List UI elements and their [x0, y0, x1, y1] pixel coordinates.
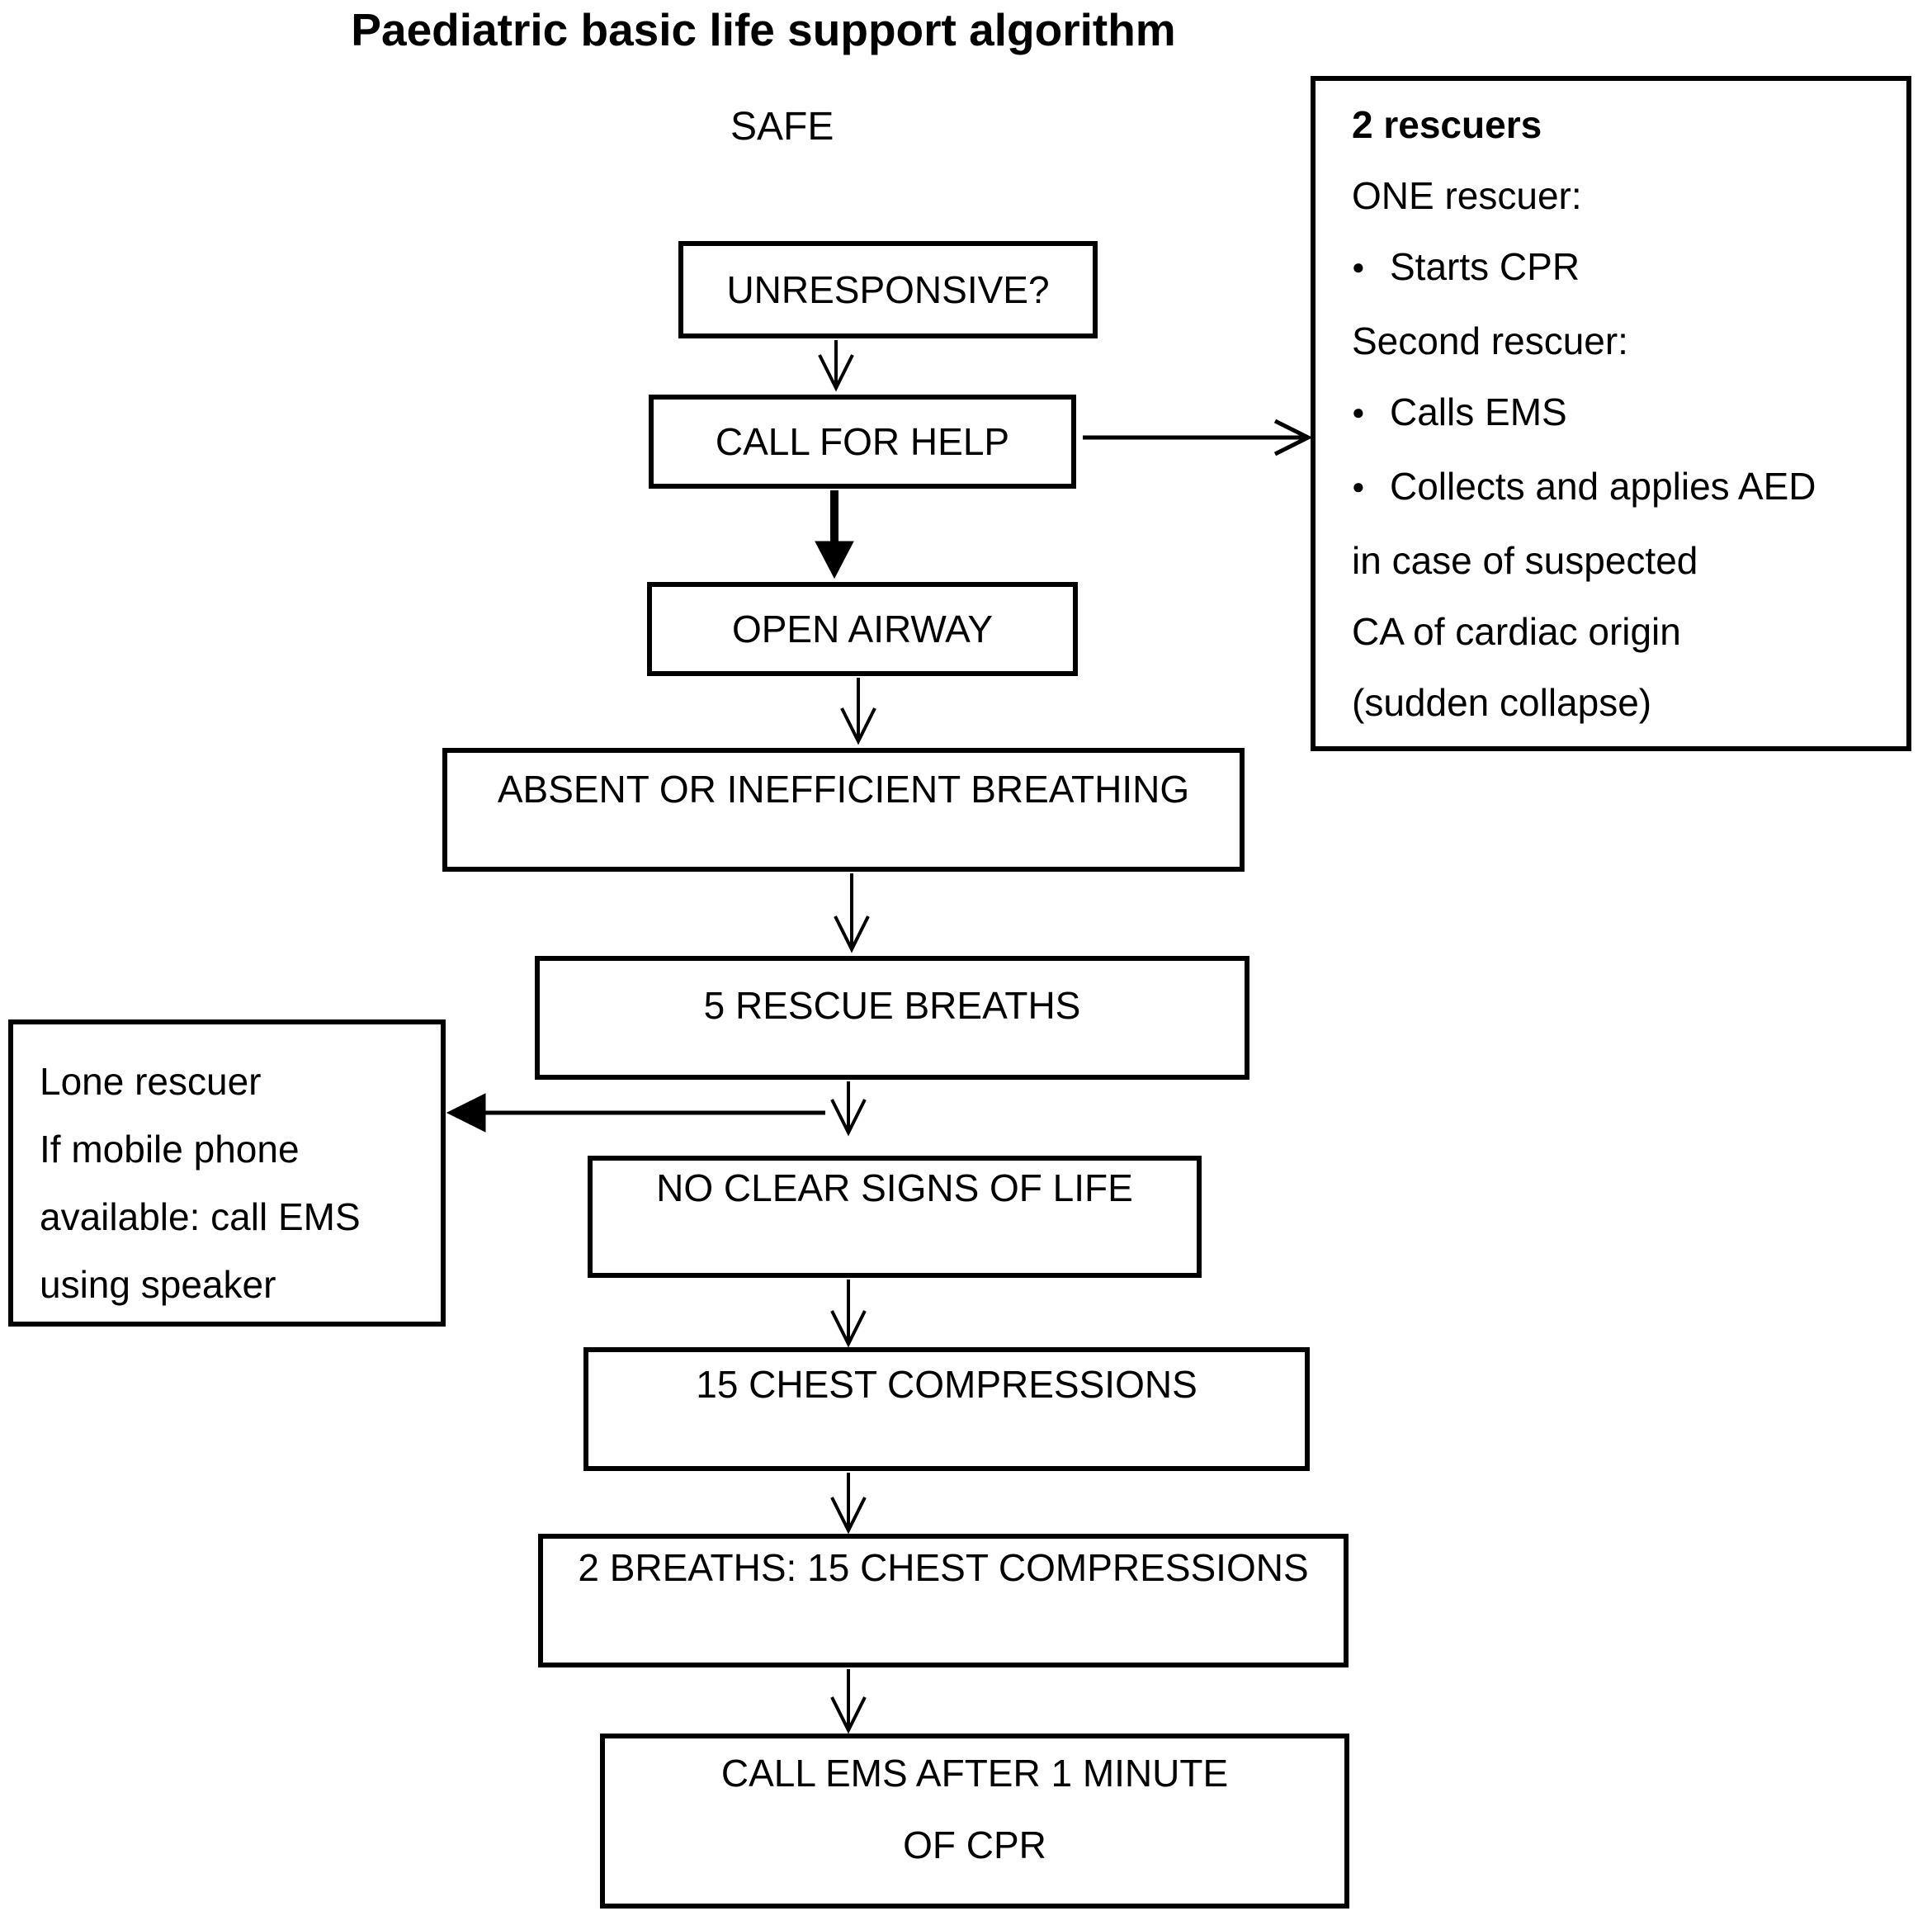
bullet-icon: ● [1352, 473, 1365, 499]
safe-label: SAFE [730, 105, 834, 149]
flow-box-unresponsive-label: UNRESPONSIVE? [726, 267, 1050, 311]
two-rescuers-bullet-line: ● Collects and applies AED [1352, 451, 1906, 525]
two-rescuers-line: ONE rescuer: [1352, 174, 1582, 217]
flow-box-breaths-compressions-label: 2 BREATHS: 15 CHEST COMPRESSIONS [578, 1545, 1309, 1589]
two-rescuers-box: 2 rescuers ONE rescuer: ● Starts CPR Seco… [1311, 76, 1911, 751]
two-rescuers-line: CA of cardiac origin [1352, 609, 1681, 653]
bullet-icon: ● [1352, 253, 1365, 279]
flow-box-absent-breathing: ABSENT OR INEFFICIENT BREATHING [442, 748, 1245, 872]
arrow-down-open-icon [830, 1280, 867, 1348]
flow-box-chest-compressions: 15 CHEST COMPRESSIONS [583, 1347, 1310, 1471]
two-rescuers-bullet-text: Collects and applies AED [1390, 464, 1816, 508]
two-rescuers-line: Second rescuer: [1352, 319, 1628, 362]
flow-box-call-ems-line2: OF CPR [903, 1823, 1046, 1866]
arrow-down-open-icon [830, 1669, 867, 1734]
arrow-right-open-icon [1083, 419, 1313, 456]
flow-box-breaths-compressions: 2 BREATHS: 15 CHEST COMPRESSIONS [538, 1534, 1349, 1667]
two-rescuers-bullet-text: Calls EMS [1390, 390, 1567, 433]
two-rescuers-heading: 2 rescuers [1352, 103, 1542, 146]
flow-box-call-for-help: CALL FOR HELP [649, 395, 1076, 489]
flow-box-no-signs-of-life-label: NO CLEAR SIGNS OF LIFE [656, 1166, 1133, 1209]
flow-box-rescue-breaths-label: 5 RESCUE BREATHS [703, 983, 1081, 1027]
two-rescuers-line: in case of suspected [1352, 538, 1698, 582]
flow-box-unresponsive: UNRESPONSIVE? [678, 241, 1098, 338]
flow-box-no-signs-of-life: NO CLEAR SIGNS OF LIFE [588, 1156, 1202, 1278]
arrow-down-open-icon [830, 1081, 867, 1137]
arrow-down-open-icon [830, 1473, 867, 1535]
lone-rescuer-line: If mobile phone [40, 1128, 300, 1171]
two-rescuers-bullet-line: ● Starts CPR [1352, 231, 1906, 305]
flow-box-rescue-breaths: 5 RESCUE BREATHS [535, 956, 1249, 1080]
flow-box-open-airway: OPEN AIRWAY [647, 582, 1078, 676]
two-rescuers-bullet-line: ● Calls EMS [1352, 376, 1906, 451]
two-rescuers-line: (sudden collapse) [1352, 680, 1652, 724]
bullet-icon: ● [1352, 399, 1365, 424]
arrow-down-open-icon [840, 678, 876, 745]
lone-rescuer-box: Lone rescuer If mobile phone available: … [8, 1019, 446, 1327]
two-rescuers-bullet-text: Starts CPR [1390, 245, 1580, 288]
arrow-down-open-icon [834, 873, 870, 953]
arrow-left-solid-icon [446, 1093, 825, 1133]
lone-rescuer-line: using speaker [40, 1263, 276, 1306]
flow-box-chest-compressions-label: 15 CHEST COMPRESSIONS [696, 1362, 1197, 1406]
flow-box-open-airway-label: OPEN AIRWAY [731, 607, 994, 650]
flow-box-call-for-help-label: CALL FOR HELP [715, 419, 1010, 463]
arrow-down-open-icon [818, 340, 854, 392]
flow-box-absent-breathing-label: ABSENT OR INEFFICIENT BREATHING [497, 767, 1190, 811]
arrow-down-solid-icon [815, 490, 854, 579]
flow-box-call-ems-line1: CALL EMS AFTER 1 MINUTE [720, 1752, 1229, 1795]
page-title: Paediatric basic life support algorithm [351, 4, 1176, 55]
flow-box-call-ems: CALL EMS AFTER 1 MINUTE OF CPR [600, 1734, 1349, 1909]
lone-rescuer-line: available: call EMS [40, 1195, 361, 1238]
lone-rescuer-line: Lone rescuer [40, 1060, 262, 1103]
